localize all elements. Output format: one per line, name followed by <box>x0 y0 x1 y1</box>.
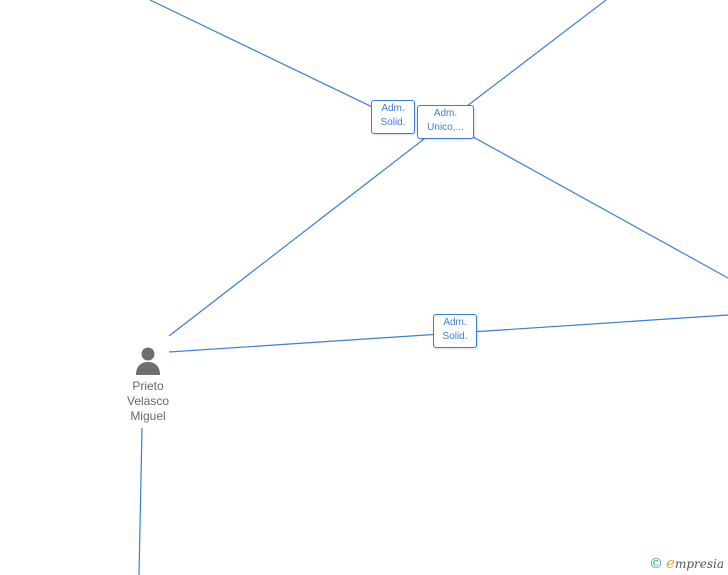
relation-type: Solid. <box>442 331 468 342</box>
edge-top-left-to-hub <box>149 0 394 118</box>
edge-top-right-to-hub <box>445 0 607 123</box>
copyright-icon: © <box>649 556 664 572</box>
relation-role: Adm. <box>433 108 458 119</box>
brand-initial: e <box>666 554 675 572</box>
relation-type: Unico,... <box>427 122 464 133</box>
relation-type: Solid. <box>380 117 406 128</box>
person-node[interactable]: Prieto Velasco Miguel <box>108 345 188 424</box>
relation-label-adm-unico[interactable]: Adm. Unico,... <box>417 105 474 139</box>
edge-hub-to-right <box>445 121 728 279</box>
edge-person-to-bottom <box>138 427 143 575</box>
relation-role: Adm. <box>443 317 467 328</box>
brand-logo: ©empresia <box>649 554 724 572</box>
person-name: Prieto Velasco Miguel <box>108 379 188 424</box>
person-name-line: Prieto <box>132 379 164 393</box>
brand-name: mpresia <box>674 557 724 571</box>
relation-label-adm-solid-top[interactable]: Adm. Solid. <box>371 100 415 134</box>
relation-role: Adm. <box>381 103 405 114</box>
person-name-line: Velasco <box>126 394 170 408</box>
edge-person-to-hub <box>168 121 447 337</box>
relation-label-adm-solid-middle[interactable]: Adm. Solid. <box>433 314 477 348</box>
person-icon <box>136 347 160 375</box>
person-name-line: Miguel <box>130 409 166 423</box>
